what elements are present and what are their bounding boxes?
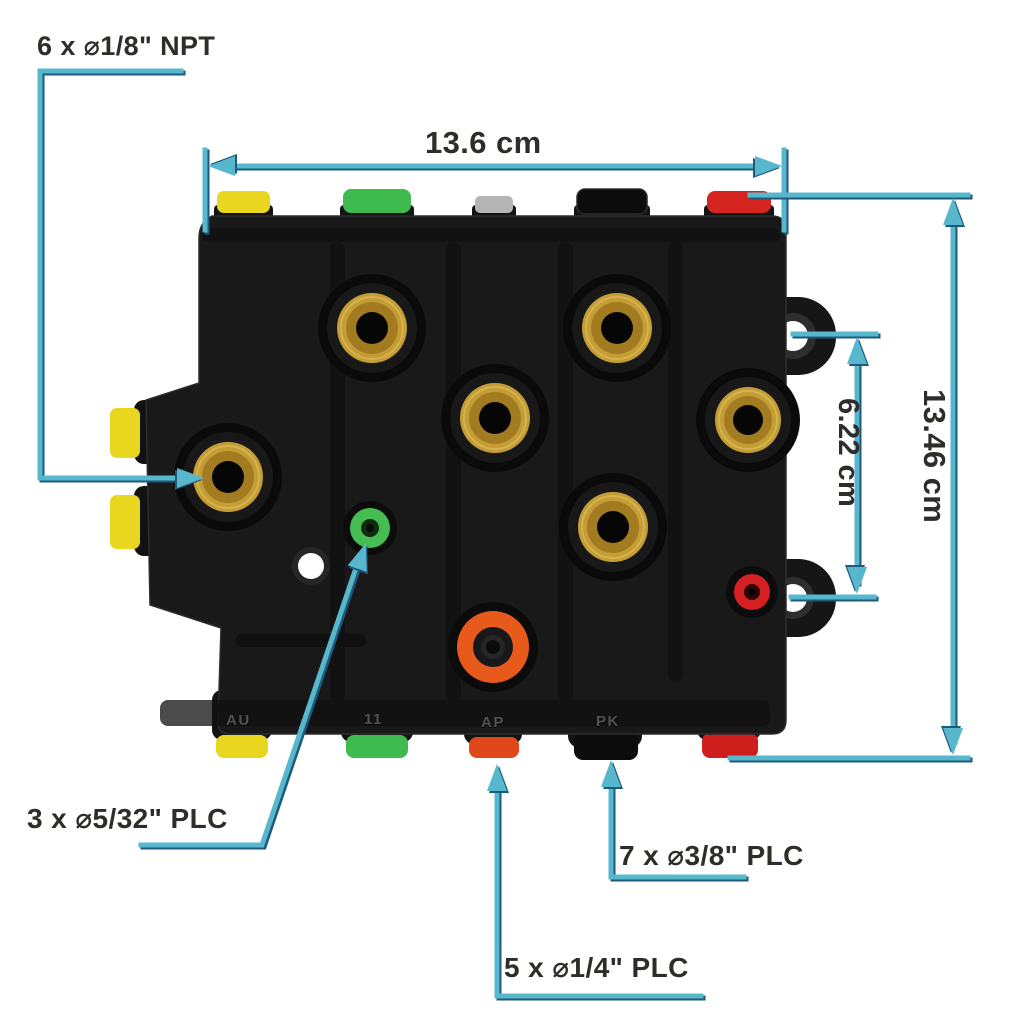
side-port-cap-yellow xyxy=(110,495,140,549)
orange-port xyxy=(448,602,538,692)
brass-port xyxy=(696,368,800,472)
arrow-right-icon xyxy=(755,156,782,176)
top-cap-black xyxy=(576,188,648,215)
brass-port xyxy=(559,473,667,581)
green-port xyxy=(343,501,397,555)
top-cap-green xyxy=(343,189,411,213)
port-code-11: 11 xyxy=(364,711,383,728)
label-plc14-ports: 5 x ⌀1/4" PLC xyxy=(504,952,689,983)
bottom-cap-orange xyxy=(469,737,519,758)
label-npt-ports: 6 x ⌀1/8" NPT xyxy=(37,31,216,61)
bottom-cap-green xyxy=(346,735,408,758)
plc14-leader-line xyxy=(487,764,704,999)
brass-port xyxy=(174,423,282,531)
port-code-ap: AP xyxy=(481,714,505,731)
brass-port xyxy=(441,364,549,472)
arrow-up-icon xyxy=(601,760,621,787)
port-code-pk: PK xyxy=(596,713,620,730)
bottom-cap-red xyxy=(702,733,758,758)
arrow-left-icon xyxy=(208,156,235,176)
top-cap-silver xyxy=(475,196,513,213)
label-width-dimension: 13.6 cm xyxy=(425,125,542,160)
plc38-leader-line xyxy=(601,760,747,880)
bottom-cap-black xyxy=(574,733,638,760)
brass-port xyxy=(563,274,671,382)
arrow-down-icon xyxy=(847,567,867,594)
arrow-up-icon xyxy=(943,198,963,225)
arrow-up-icon xyxy=(487,764,507,791)
label-hole-spacing-dimension: 6.22 cm xyxy=(832,398,864,508)
arrow-up-icon xyxy=(847,337,867,364)
hole-spacing-dimension-line xyxy=(788,331,879,600)
arrow-down-icon xyxy=(943,728,963,755)
side-port-cap-yellow xyxy=(110,408,140,458)
npt-leader-line xyxy=(37,68,204,488)
label-plc532-ports: 3 x ⌀5/32" PLC xyxy=(27,803,228,834)
height-dimension-line xyxy=(727,192,971,761)
bottom-cap-yellow xyxy=(216,735,268,758)
through-hole xyxy=(292,547,330,585)
plc532-leader-line xyxy=(138,539,376,848)
top-cap-yellow xyxy=(217,191,270,213)
red-port xyxy=(726,566,778,618)
label-height-dimension: 13.46 cm xyxy=(917,389,952,524)
width-dimension-line xyxy=(202,147,787,233)
port-code-au: AU xyxy=(226,712,251,729)
label-plc38-ports: 7 x ⌀3/8" PLC xyxy=(619,840,804,871)
brass-port xyxy=(318,274,426,382)
